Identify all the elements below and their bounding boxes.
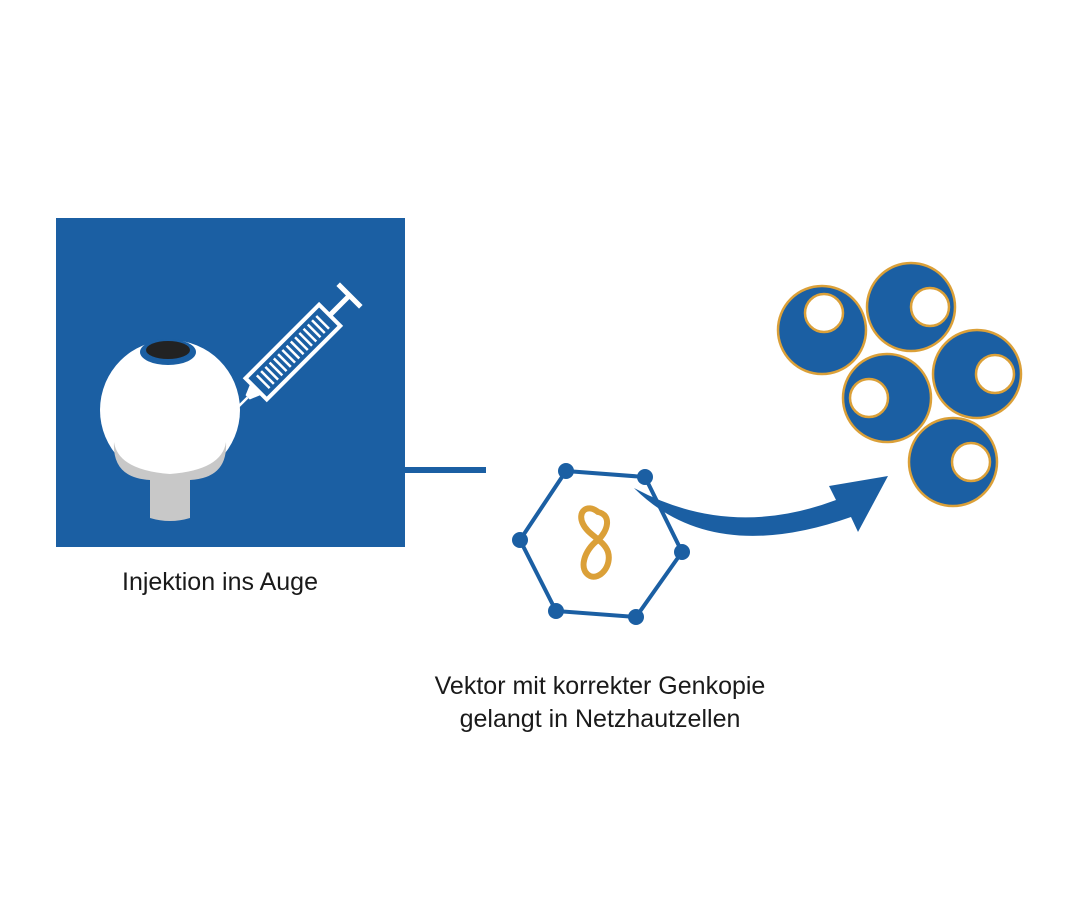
syringe-tick xyxy=(302,327,318,343)
syringe-tick xyxy=(260,370,275,385)
vector-caption-line-2: gelangt in Netzhautzellen xyxy=(459,705,741,733)
retina-cell-icon xyxy=(841,352,933,444)
retina-cell-icon xyxy=(865,261,957,353)
hexagon-node-icon xyxy=(674,544,690,560)
syringe-tick xyxy=(285,344,301,360)
cell-nucleus-icon xyxy=(848,377,890,419)
hexagon-node-icon xyxy=(512,532,528,548)
eye-socket-icon xyxy=(113,442,227,521)
eyeball-icon xyxy=(100,339,240,521)
cell-nucleus-icon xyxy=(803,292,845,334)
syringe-tick xyxy=(277,353,292,368)
syringe-tick xyxy=(298,332,313,347)
curved-arrow-icon xyxy=(634,476,888,536)
retina-cell-icon xyxy=(776,284,868,376)
injection-panel xyxy=(56,218,405,547)
hexagon-node-icon xyxy=(628,609,644,625)
syringe-tick xyxy=(306,323,322,339)
hexagon-virus-capsule-icon xyxy=(512,463,690,625)
hexagon-node-icon xyxy=(637,469,653,485)
cell-nucleus-icon xyxy=(909,286,951,328)
syringe-icon xyxy=(210,282,363,435)
syringe-tick xyxy=(281,349,296,364)
hexagon-node-icon xyxy=(548,603,564,619)
retina-cell-cluster-icon xyxy=(776,261,1023,508)
syringe-tick xyxy=(311,319,326,334)
syringe-tick xyxy=(315,315,330,330)
pupil-icon xyxy=(146,341,190,359)
syringe-tick xyxy=(289,340,305,356)
cell-nucleus-icon xyxy=(974,353,1016,395)
syringe-tick xyxy=(268,361,284,377)
hexagon-node-icon xyxy=(558,463,574,479)
gene-strand-icon xyxy=(578,505,612,580)
retina-cell-icon xyxy=(931,328,1023,420)
syringe-tick xyxy=(294,336,309,351)
cell-nucleus-icon xyxy=(950,441,992,483)
syringe-tick xyxy=(255,374,271,390)
syringe-tick xyxy=(264,366,279,381)
vector-caption: Vektor mit korrekter Genkopie gelangt in… xyxy=(380,670,820,736)
injection-caption: Injektion ins Auge xyxy=(122,568,318,596)
retina-cell-icon xyxy=(907,416,999,508)
vector-caption-line-1: Vektor mit korrekter Genkopie xyxy=(434,672,766,700)
syringe-tick xyxy=(272,357,288,373)
